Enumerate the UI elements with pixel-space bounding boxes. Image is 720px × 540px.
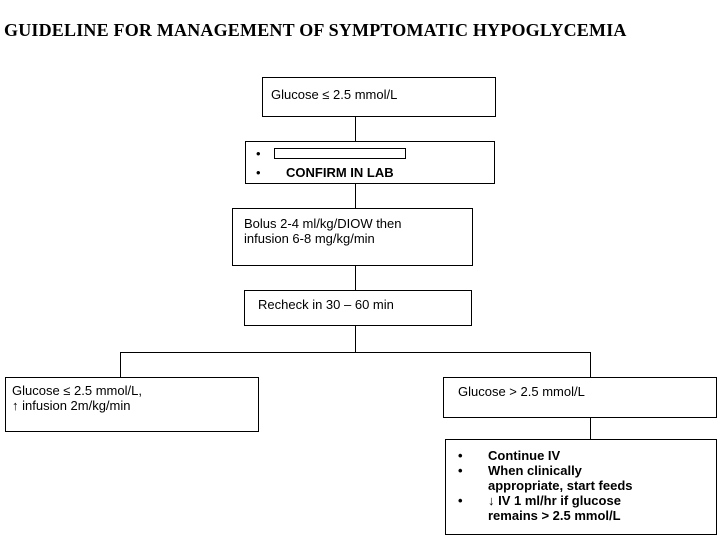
connector-high-actions — [590, 418, 591, 439]
node-glucose-threshold: Glucose ≤ 2.5 mmol/L — [262, 77, 496, 117]
connector-split-left — [120, 352, 121, 377]
bullet-1: • — [256, 146, 261, 161]
action-bullet-2: • — [458, 463, 463, 478]
node-glucose-high: Glucose > 2.5 mmol/L — [443, 377, 717, 418]
connector-split-right — [590, 352, 591, 377]
connector-confirm-bolus — [355, 184, 356, 208]
action-bullet-3: • — [458, 493, 463, 508]
glucose-low-line-2: ↑ infusion 2m/kg/min — [12, 398, 131, 413]
bolus-line-2: infusion 6-8 mg/kg/min — [244, 231, 375, 246]
page-title: GUIDELINE FOR MANAGEMENT OF SYMPTOMATIC … — [4, 20, 627, 40]
connector-split-horizontal — [120, 352, 591, 353]
bolus-line-1: Bolus 2-4 ml/kg/DIOW then — [244, 216, 402, 231]
confirm-in-lab-text: CONFIRM IN LAB — [286, 165, 394, 180]
action-2-line-1: When clinically — [488, 463, 582, 478]
action-3-line-1: ↓ IV 1 ml/hr if glucose — [488, 493, 621, 508]
blank-field — [274, 148, 406, 159]
action-bullet-1: • — [458, 448, 463, 463]
connector-recheck-split — [355, 326, 356, 352]
bullet-2: • — [256, 165, 261, 180]
node-ongoing-actions: • Continue IV • When clinically appropri… — [445, 439, 717, 535]
action-2-line-2: appropriate, start feeds — [488, 478, 633, 493]
recheck-text: Recheck in 30 – 60 min — [258, 297, 394, 312]
node-glucose-low: Glucose ≤ 2.5 mmol/L, ↑ infusion 2m/kg/m… — [5, 377, 259, 432]
glucose-low-line-1: Glucose ≤ 2.5 mmol/L, — [12, 383, 142, 398]
action-3-line-2: remains > 2.5 mmol/L — [488, 508, 621, 523]
glucose-high-text: Glucose > 2.5 mmol/L — [458, 384, 585, 399]
node-glucose-threshold-text: Glucose ≤ 2.5 mmol/L — [271, 87, 398, 102]
node-bolus-infusion: Bolus 2-4 ml/kg/DIOW then infusion 6-8 m… — [232, 208, 473, 266]
node-recheck: Recheck in 30 – 60 min — [244, 290, 472, 326]
connector-start-confirm — [355, 117, 356, 141]
connector-bolus-recheck — [355, 266, 356, 290]
node-confirm-in-lab: • • CONFIRM IN LAB — [245, 141, 495, 184]
action-1-line-1: Continue IV — [488, 448, 561, 463]
